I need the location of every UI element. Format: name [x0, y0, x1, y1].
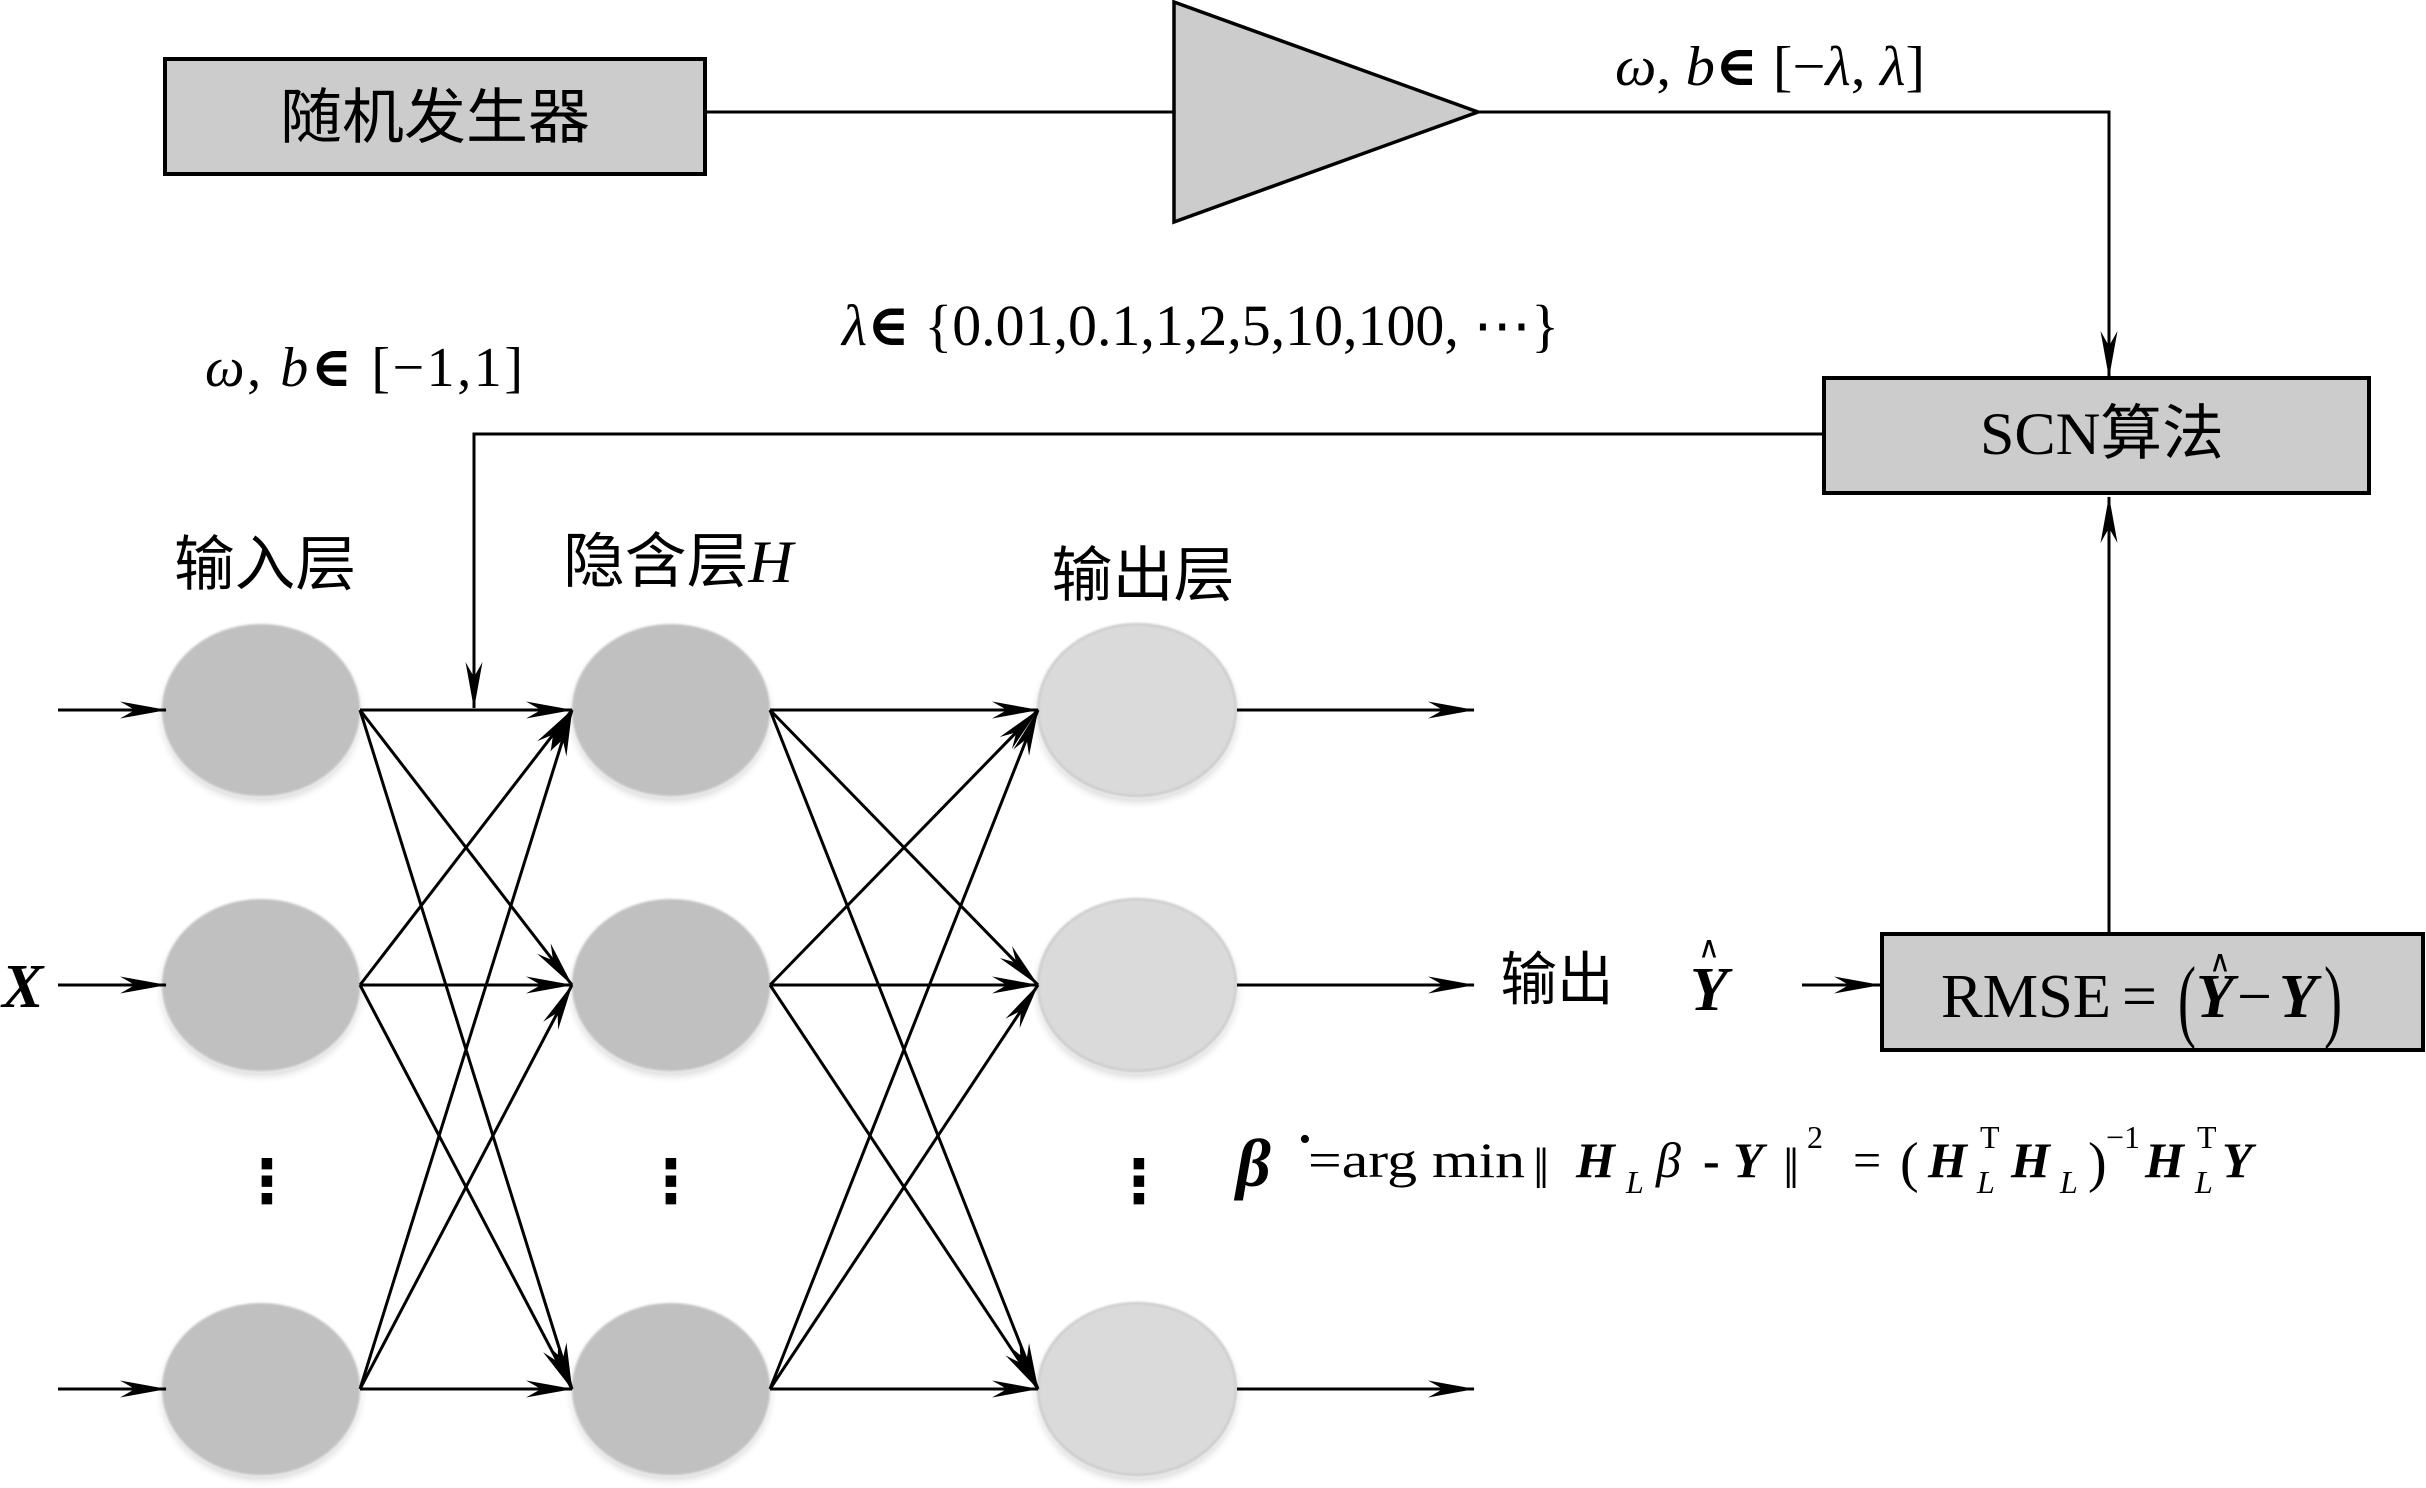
hidden-ellipsis: ⋮: [641, 1147, 701, 1217]
subscript-l: L: [1976, 1164, 1995, 1200]
output-node: [1037, 623, 1237, 797]
interval-open: [−: [1758, 36, 1825, 98]
element-of-symbol: ∈: [311, 337, 352, 399]
transpose-superscript: T: [1980, 1119, 2000, 1155]
element-of-symbol: ∈: [867, 293, 910, 358]
bias-symbol: b: [1686, 36, 1715, 98]
connection-hidden-to-output: [768, 984, 1040, 1390]
input-node: [162, 624, 360, 796]
norm-bar-right: ‖: [1783, 1136, 1799, 1201]
output-symbol-y: Y: [1690, 956, 1733, 1024]
rmse-hat-accent: ∧: [2209, 946, 2231, 979]
output-node: [1037, 898, 1237, 1072]
matrix-h: H: [1575, 1132, 1617, 1188]
separator: ,: [247, 337, 278, 399]
subscript-l: L: [1625, 1164, 1644, 1200]
lambda-symbol: λ: [1823, 36, 1850, 98]
random-generator-block: 随机发生器: [163, 57, 707, 176]
norm-bar-left: ‖: [1533, 1136, 1549, 1201]
output-node: [1037, 1302, 1237, 1476]
optimal-marker: •: [1299, 1121, 1311, 1158]
beta-symbol: β: [1655, 1132, 1681, 1188]
output-label: 输出: [1501, 948, 1614, 1013]
beta-star-symbol: β: [1233, 1125, 1271, 1201]
inverse-superscript: −1: [2106, 1119, 2140, 1155]
paren-left: (: [1900, 1132, 1919, 1194]
lambda-set: λ∈ {0.01,0.1,1,2,5,10,100, ⋯}: [840, 293, 1559, 358]
hidden-node: [572, 624, 770, 796]
interval-close: ]: [1905, 36, 1925, 98]
equals-sign: =: [1853, 1132, 1881, 1188]
scn-algorithm-box: [1822, 376, 2371, 495]
output-hat-accent: ∧: [1698, 932, 1720, 965]
network-connections: [358, 701, 1040, 1398]
network-io-arrows: [58, 701, 1475, 1398]
interval: [−1,1]: [355, 337, 523, 399]
connection-input-to-hidden: [358, 709, 574, 986]
network-ellipses: ⋮ ⋮ ⋮: [237, 1147, 1169, 1217]
connection-input-to-hidden: [358, 709, 574, 1390]
scn-algorithm-block: SCN算法: [1822, 376, 2371, 495]
hidden-node: [572, 899, 770, 1071]
target-y: Y: [2222, 1132, 2257, 1188]
input-node: [162, 1303, 360, 1475]
subscript-l: L: [2194, 1164, 2213, 1200]
rmse-minus: −: [2237, 963, 2272, 1031]
transpose-superscript: T: [2197, 1119, 2217, 1155]
random-generator-box: [163, 57, 707, 176]
initial-weight-range: ω, b∈ [−1,1]: [205, 337, 523, 399]
hidden-layer-label: 隐含层H: [563, 529, 797, 595]
output-layer-label: 输出层: [1052, 543, 1235, 609]
connection-hidden-to-output: [768, 709, 1040, 1390]
rmse-box: [1880, 932, 2425, 1052]
scn-algorithm-label: SCN算法: [1980, 401, 2224, 467]
lambda-symbol: λ: [1878, 36, 1905, 98]
connection-hidden-to-output: [768, 708, 1040, 987]
scn-to-hidden-connector: [465, 432, 1824, 709]
rmse-equals: =: [2122, 963, 2157, 1031]
input-layer-label: 输入层: [174, 532, 356, 598]
rmse-target-y: Y: [2279, 963, 2322, 1031]
bias-symbol: b: [280, 337, 308, 399]
separator: ,: [1851, 36, 1880, 98]
network-nodes: [162, 623, 1237, 1476]
target-y: Y: [1733, 1132, 1768, 1188]
input-node: [162, 899, 360, 1071]
argmin-text: =arg min: [1308, 1132, 1525, 1188]
amplifier-to-scn-connector: [1478, 110, 2118, 378]
scaled-weight-range: ω, b∈ [−λ, λ]: [1615, 36, 1925, 98]
paren-right: ): [2088, 1132, 2107, 1194]
random-generator-label: 随机发生器: [280, 85, 590, 151]
matrix-h: H: [1927, 1132, 1969, 1188]
minus-sign: -: [1703, 1132, 1720, 1188]
omega-symbol: ω: [205, 337, 245, 399]
rmse-paren-left: (: [2178, 948, 2196, 1050]
matrix-h: H: [2144, 1132, 2186, 1188]
amplifier-triangle-icon: [1172, 0, 1484, 225]
lambda-values: {0.01,0.1,1,2,5,10,100, ⋯}: [910, 293, 1559, 358]
separator: ,: [1656, 36, 1685, 98]
matrix-h: H: [2010, 1132, 2052, 1188]
subscript-l: L: [2059, 1164, 2078, 1200]
hidden-node: [572, 1303, 770, 1475]
omega-symbol: ω: [1615, 36, 1656, 98]
least-squares-formula: β • =arg min ‖ H L β - Y ‖ 2 = ( H T L H…: [1233, 1119, 2257, 1201]
lambda-symbol: λ: [840, 293, 867, 358]
rmse-block: RMSE = ( ∧ Y − Y ): [1880, 932, 2425, 1052]
element-of-symbol: ∈: [1715, 36, 1758, 98]
input-ellipsis: ⋮: [237, 1147, 297, 1217]
input-symbol-x: X: [0, 953, 45, 1021]
square-exponent: 2: [1807, 1119, 1823, 1155]
rmse-label: RMSE: [1941, 963, 2111, 1031]
hidden-layer-label-text: 隐含层: [563, 529, 748, 595]
hidden-layer-symbol: H: [747, 529, 796, 595]
rmse-paren-right: ): [2324, 948, 2342, 1050]
output-ellipsis: ⋮: [1109, 1147, 1169, 1217]
rmse-predicted-y: Y: [2196, 963, 2239, 1031]
connection-input-to-hidden: [358, 984, 574, 1390]
